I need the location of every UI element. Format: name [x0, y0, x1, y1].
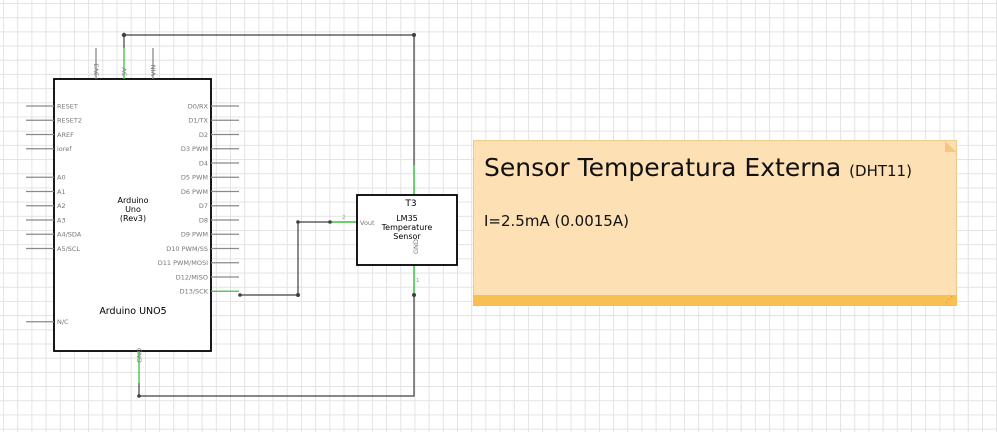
junctions: [121, 32, 416, 398]
arduino-pin-label-right-13: D13/SCK: [180, 288, 209, 296]
note-title-text: Sensor Temperatura Externa: [484, 153, 842, 182]
resize-grip-icon[interactable]: ⋰: [945, 295, 953, 304]
arduino-board-line-2: Uno: [125, 205, 141, 214]
junction-bend: [296, 293, 300, 297]
note-footer-bar: [473, 295, 957, 306]
arduino-pin-label-right-4: D4: [199, 159, 208, 167]
arduino-pin-label-left-3: ioref: [57, 145, 72, 153]
junction-vout: [328, 220, 332, 224]
junction-5v: [121, 32, 127, 38]
arduino-pins: [26, 48, 239, 383]
sensor-line-3: Sensor: [393, 232, 421, 241]
lm35-sensor[interactable]: T3 LM35 Temperature Sensor Vout GND 2 1: [330, 165, 458, 295]
junction-sensor-gnd: [412, 293, 416, 297]
arduino-pin-label-right-5: D5 PWM: [181, 174, 208, 182]
sensor-line-2: Temperature: [381, 223, 433, 232]
arduino-pin-label-left-0: RESET: [57, 102, 78, 110]
arduino-pin-label-left-10: N/C: [57, 318, 69, 326]
arduino-pin-label-right-8: D8: [199, 216, 208, 224]
note-title-suffix: (DHT11): [849, 162, 912, 180]
arduino-pin-label-left-8: A4/SDA: [57, 231, 82, 239]
arduino-pin-label-left-4: A0: [57, 174, 66, 182]
sensor-pin-num-vout: 2: [342, 215, 346, 221]
sensor-pin-vout-label: Vout: [360, 219, 375, 227]
arduino-pin-label-right-11: D11 PWM/MOSI: [158, 259, 208, 267]
junction-gnd: [137, 394, 141, 398]
arduino-name: Arduino UNO5: [99, 306, 166, 317]
arduino-board-line-1: Arduino: [118, 196, 149, 205]
sensor-pin-gnd-label: GND: [412, 239, 420, 254]
arduino-pin-label-right-0: D0/RX: [188, 102, 209, 110]
sensor-body: [356, 194, 458, 266]
arduino-pin-label-left-7: A3: [57, 216, 66, 224]
arduino-pin-label-right-2: D2: [199, 131, 208, 139]
arduino-pin-label-right-10: D10 PWM/SS: [166, 245, 208, 253]
arduino-body: [53, 78, 212, 352]
arduino-board-line-3: (Rev3): [120, 214, 146, 223]
arduino-pin-label-bottom-gnd: GND: [136, 348, 144, 363]
note-fold-corner: [945, 141, 956, 152]
arduino-pin-label-right-3: D3 PWM: [181, 145, 208, 153]
arduino-pin-label-left-6: A2: [57, 202, 66, 210]
junction-d13: [238, 293, 242, 297]
wire-gnd-to-sensor-gnd[interactable]: [138, 295, 415, 397]
arduino-pin-label-right-12: D12/MISO: [176, 273, 208, 281]
arduino-pin-label-right-1: D1/TX: [188, 117, 208, 125]
note-body: I=2.5mA (0.0015A): [484, 212, 629, 230]
arduino-pin-label-right-7: D7: [199, 202, 208, 210]
arduino-pin-label-top-0: 3V3: [93, 63, 101, 76]
sensor-id: T3: [404, 199, 416, 209]
arduino-pin-label-left-5: A1: [57, 188, 66, 196]
arduino-pin-label-left-2: AREF: [57, 131, 74, 139]
arduino-pin-label-right-6: D6 PWM: [181, 188, 208, 196]
sensor-pin-num-gnd: 1: [416, 278, 420, 284]
wire-d13-to-vout[interactable]: [240, 221, 330, 296]
arduino-pin-label-left-9: A5/SCL: [57, 245, 80, 253]
arduino-pin-label-top-2: VIN: [150, 65, 158, 76]
arduino-pin-label-right-9: D9 PWM: [181, 231, 208, 239]
junction-sensor-top: [412, 33, 416, 37]
note-title: Sensor Temperatura Externa (DHT11): [484, 153, 912, 182]
arduino-pin-label-left-1: RESET2: [57, 117, 82, 125]
sticky-note[interactable]: Sensor Temperatura Externa (DHT11) I=2.5…: [473, 140, 957, 306]
sensor-line-1: LM35: [396, 214, 418, 223]
arduino-pin-label-top-1: 5V: [121, 67, 129, 76]
junction-bend-top: [296, 220, 300, 224]
